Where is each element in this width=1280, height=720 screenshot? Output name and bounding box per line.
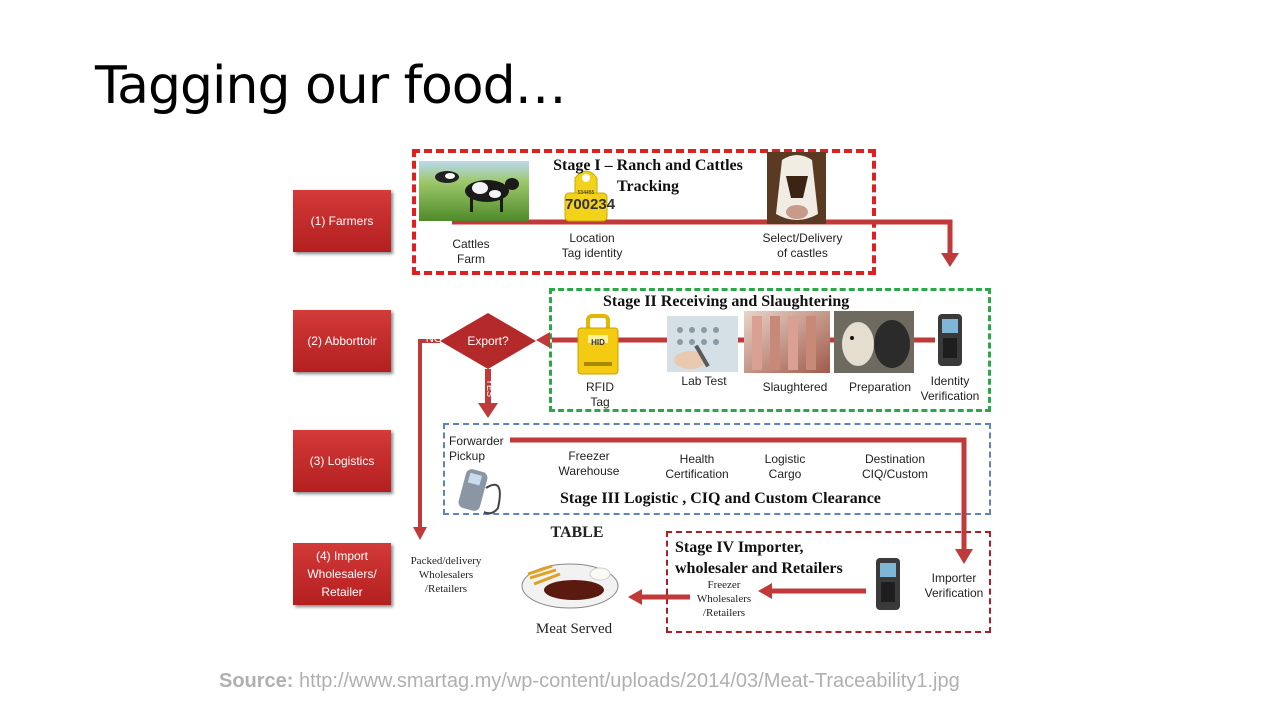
stage3-box xyxy=(443,423,991,515)
label-lab-test: Lab Test xyxy=(681,374,727,388)
table-heading: TABLE xyxy=(550,524,604,541)
export-decision-diamond xyxy=(440,313,536,369)
stage1-flow-arrow xyxy=(452,219,959,267)
role-import-wholesalers: (4) Import Wholesalers/ Retailer xyxy=(293,543,391,605)
label-location-tag: Location Tag identity xyxy=(561,231,623,260)
no-branch-arrow xyxy=(413,339,440,540)
role-logistics: (3) Logistics xyxy=(293,430,391,492)
stage2-title: Stage II Receiving and Slaughtering xyxy=(603,293,850,310)
forwarder-scanner-icon xyxy=(458,469,501,515)
lab-test-photo xyxy=(667,316,738,372)
label-slaughtered: Slaughtered xyxy=(762,380,828,394)
source-label: Source: xyxy=(219,670,294,692)
stage4-box xyxy=(666,531,991,633)
cattle-farm-photo xyxy=(419,161,529,221)
label-select-delivery: Select/Delivery of castles xyxy=(762,231,843,260)
label-freezer-wholesalers: Freezer Wholesalers /Retailers xyxy=(696,579,752,619)
importer-scanner-icon xyxy=(876,558,900,610)
stage3-title: Stage III Logistic , CIQ and Custom Clea… xyxy=(560,490,881,507)
meat-plate-photo xyxy=(521,556,620,609)
source-url[interactable]: http://www.smartag.my/wp-content/uploads… xyxy=(299,670,960,692)
yes-branch-arrow xyxy=(478,369,498,418)
ear-tag-number: 700234 xyxy=(565,196,616,213)
slide-title: Tagging our food… xyxy=(95,56,567,116)
label-health-certification: Health Certification xyxy=(665,452,729,481)
label-freezer-warehouse: Freezer Warehouse xyxy=(558,449,620,478)
stage4-title: Stage IV Importer, wholesaler and Retail… xyxy=(675,539,843,577)
preparation-photo xyxy=(834,311,914,373)
meat-served-label: Meat Served xyxy=(535,621,613,637)
source-citation: Source: http://www.smartag.my/wp-content… xyxy=(219,670,960,693)
label-preparation: Preparation xyxy=(848,380,912,394)
stage4-flow-arrows xyxy=(628,583,866,605)
rfid-tag-icon xyxy=(577,314,619,375)
stage3-flow-arrow xyxy=(510,437,973,564)
label-forwarder-pickup: Forwarder Pickup xyxy=(449,434,504,463)
label-destination-ciq: Destination CIQ/Custom xyxy=(861,452,928,481)
ear-tag-icon xyxy=(564,170,608,222)
selected-cattle-photo xyxy=(767,152,826,224)
slaughtered-photo xyxy=(744,311,830,373)
export-decision-label: Export? xyxy=(467,334,509,348)
label-rfid-tag: RFID Tag xyxy=(586,380,614,409)
label-importer-verification: Importer Verification xyxy=(924,571,984,600)
label-identity-verification: Identity Verification xyxy=(920,374,980,403)
label-logistic-cargo: Logistic Cargo xyxy=(764,452,806,481)
stage1-box xyxy=(412,149,876,275)
role-abattoir: (2) Abborttoir xyxy=(293,310,391,372)
stage1-title: Stage I – Ranch and Cattles Tracking xyxy=(553,157,743,195)
stage2-box xyxy=(549,288,991,412)
yes-label: YES xyxy=(485,379,495,398)
handheld-scanner-icon xyxy=(938,314,962,366)
label-cattles-farm: Cattles Farm xyxy=(452,237,490,266)
rfid-brand: HID xyxy=(591,338,605,347)
label-packed-delivery: Packed/delivery Wholesalers /Retailers xyxy=(410,555,482,595)
no-label: NO xyxy=(425,333,443,345)
role-farmers: (1) Farmers xyxy=(293,190,391,252)
ear-tag-small-number: 534455 xyxy=(577,190,595,196)
